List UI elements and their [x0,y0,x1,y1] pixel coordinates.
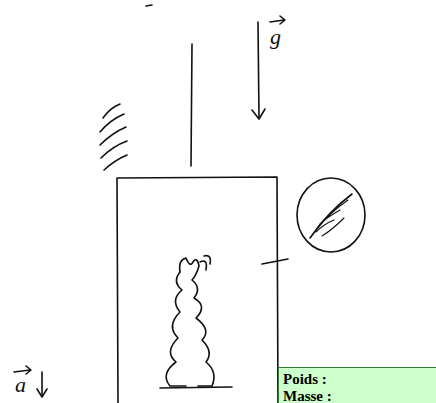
cable [191,44,192,166]
person-hair [200,256,210,270]
vector-arrow [270,16,285,24]
arrow-head [252,109,265,119]
info-line: Masse : [283,388,432,403]
gravity-arrow [258,22,259,118]
feather [310,194,352,238]
motion-line [101,141,127,158]
motion-line [103,104,120,118]
feather-barbs [316,200,348,236]
info-line: Poids : [283,371,432,388]
vector-label: g [270,26,281,48]
motion-line [104,155,127,170]
vector-label: a [15,374,26,396]
info-box: Poids :Masse : [278,367,436,403]
elevator-cabin [117,177,278,403]
person-figure [180,258,214,386]
floor-mark [160,387,232,388]
arrow-head [37,389,47,397]
sketch-dash [146,5,152,6]
acceleration-arrow [41,372,43,396]
zoom-circle [297,178,365,252]
person-figure [166,272,186,386]
vector-arrow [14,366,31,374]
leader-line [262,259,288,264]
